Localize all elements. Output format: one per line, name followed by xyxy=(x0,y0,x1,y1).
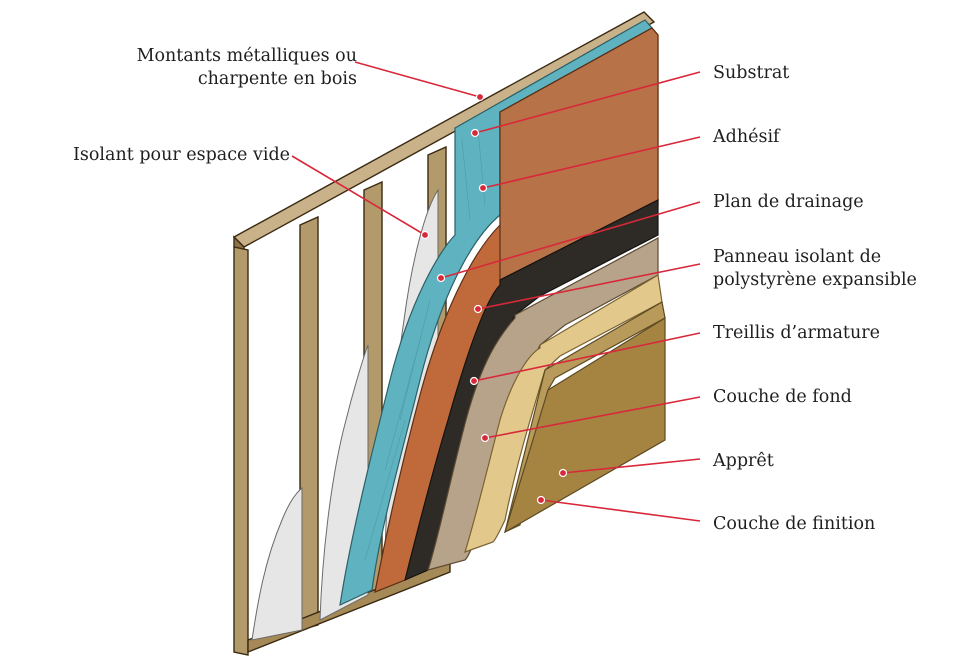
leader-adhesive xyxy=(482,136,701,189)
leader-studs xyxy=(354,61,481,98)
label-studs-line1: Montants métalliques ou xyxy=(137,46,357,66)
dot-finish xyxy=(536,495,546,505)
leader-substrate xyxy=(474,71,701,134)
dot-cavity xyxy=(420,230,430,240)
substrate-layer xyxy=(339,19,653,607)
label-mesh: Treillis d’armature xyxy=(713,323,880,343)
dot-basecoat xyxy=(480,433,490,443)
dot-eps xyxy=(473,304,483,314)
dot-substrate xyxy=(470,128,480,138)
reinforcing-mesh xyxy=(464,274,663,553)
leader-eps xyxy=(477,263,701,310)
label-cavity-insulation: Isolant pour espace vide xyxy=(73,145,290,165)
stud-1 xyxy=(299,215,319,631)
label-drainage: Plan de drainage xyxy=(713,192,864,212)
substrate-texture xyxy=(364,129,486,561)
label-base-coat: Couche de fond xyxy=(713,387,852,407)
dot-drainage xyxy=(436,273,446,283)
dot-mesh xyxy=(469,376,479,386)
label-finish-coat: Couche de finition xyxy=(713,514,875,534)
label-primer: Apprêt xyxy=(712,451,774,471)
label-eps-line1: Panneau isolant de xyxy=(713,247,881,267)
leader-mesh xyxy=(473,332,701,382)
stud-end xyxy=(233,246,249,656)
label-eps-line2: polystyrène expansible xyxy=(713,270,917,290)
label-substrate: Substrat xyxy=(713,63,789,83)
labels: Montants métalliques ou charpente en boi… xyxy=(73,46,917,534)
label-adhesive: Adhésif xyxy=(712,127,781,147)
callouts xyxy=(291,61,701,522)
dot-adhesive xyxy=(478,183,488,193)
insulation-batt-1 xyxy=(251,486,303,641)
label-studs-line2: charpente en bois xyxy=(198,69,357,89)
leader-finish xyxy=(540,499,701,522)
leader-basecoat xyxy=(484,396,701,439)
leader-primer xyxy=(562,458,701,474)
dot-primer xyxy=(558,468,568,478)
leader-drainage xyxy=(440,201,701,279)
leader-cavity xyxy=(291,155,426,236)
substrate-board-face xyxy=(499,27,659,281)
dot-studs xyxy=(475,92,485,102)
finish-coat xyxy=(503,316,666,534)
